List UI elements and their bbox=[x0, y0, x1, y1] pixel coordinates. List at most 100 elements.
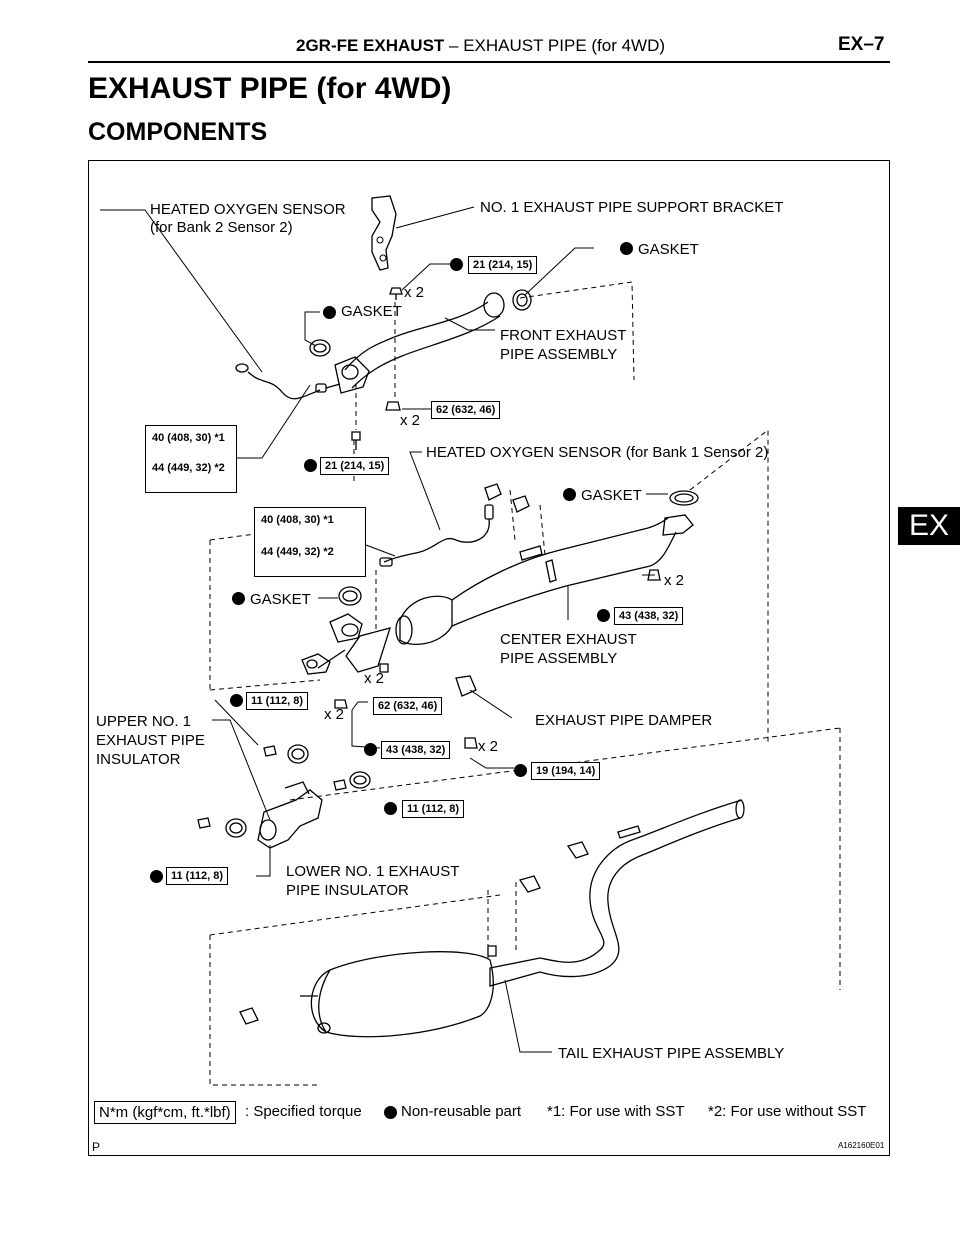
center-pipe-drawing bbox=[301, 514, 694, 675]
torque-box-bank2: 40 (408, 30) *1 44 (449, 32) *2 bbox=[145, 425, 237, 493]
tail-pipe-drawing bbox=[300, 799, 745, 1038]
torque-label: 19 (194, 14) bbox=[531, 762, 601, 780]
leader-bracket bbox=[395, 206, 475, 229]
label-ho2-bank1: HEATED OXYGEN SENSOR (for Bank 1 Sensor … bbox=[426, 444, 769, 461]
leader-ho2-bank2 bbox=[100, 209, 263, 373]
bolts-top bbox=[351, 287, 403, 450]
figure-code: A162160E01 bbox=[838, 1141, 885, 1150]
label-gasket-center-right: GASKET bbox=[581, 487, 642, 504]
torque-label: 43 (438, 32) bbox=[614, 607, 684, 625]
torque-label: 44 (449, 32) *2 bbox=[152, 462, 225, 474]
torque-label: 62 (632, 46) bbox=[373, 697, 443, 715]
label-center-pipe-line1: CENTER EXHAUST bbox=[500, 631, 637, 648]
label-gasket-top-right: GASKET bbox=[638, 241, 699, 258]
dash-center-top bbox=[209, 531, 271, 541]
quantity-label: x 2 bbox=[400, 412, 421, 429]
label-damper: EXHAUST PIPE DAMPER bbox=[535, 712, 713, 729]
header-rule bbox=[88, 61, 890, 63]
quantity-label: x 2 bbox=[404, 284, 425, 301]
leader-tail bbox=[504, 979, 552, 1053]
leader-front-pipe bbox=[444, 317, 495, 331]
legend-torque-unit: N*m (kgf*cm, ft.*lbf) bbox=[94, 1101, 236, 1124]
non-reusable-marker bbox=[450, 258, 463, 271]
label-ho2-bank2-line2: (for Bank 2 Sensor 2) bbox=[150, 219, 293, 236]
quantity-label: x 2 bbox=[364, 670, 385, 687]
non-reusable-marker bbox=[230, 694, 243, 707]
ho2-bank2-drawing bbox=[235, 363, 341, 400]
label-center-pipe-line2: PIPE ASSEMBLY bbox=[500, 650, 618, 667]
non-reusable-marker bbox=[364, 743, 377, 756]
dash-center-bottom bbox=[209, 679, 321, 691]
torque-label: 11 (112, 8) bbox=[402, 800, 464, 818]
torque-label: 43 (438, 32) bbox=[381, 741, 451, 759]
non-reusable-marker bbox=[597, 609, 610, 622]
legend-note-2: *2: For use without SST bbox=[708, 1103, 867, 1120]
label-ho2-bank2-line1: HEATED OXYGEN SENSOR bbox=[150, 201, 346, 218]
non-reusable-marker bbox=[150, 870, 163, 883]
quantity-label: x 2 bbox=[324, 706, 345, 723]
leader-torque-b bbox=[365, 544, 396, 557]
legend-specified-torque: : Specified torque bbox=[245, 1103, 362, 1120]
label-front-pipe-line1: FRONT EXHAUST bbox=[500, 327, 627, 344]
dash-tail-top2 bbox=[209, 894, 501, 936]
header-title-bold: 2GR-FE EXHAUST bbox=[296, 36, 445, 55]
insulators-drawing bbox=[225, 744, 371, 849]
label-upper-ins-line2: EXHAUST PIPE bbox=[96, 732, 205, 749]
label-support-bracket: NO. 1 EXHAUST PIPE SUPPORT BRACKET bbox=[480, 199, 784, 216]
quantity-label: x 2 bbox=[478, 738, 499, 755]
hangers-center bbox=[455, 483, 530, 697]
torque-label: 40 (408, 30) *1 bbox=[152, 432, 225, 444]
torque-label: 11 (112, 8) bbox=[166, 867, 228, 885]
torque-label: 21 (214, 15) bbox=[468, 256, 538, 274]
non-reusable-marker bbox=[232, 592, 245, 605]
label-front-pipe-line2: PIPE ASSEMBLY bbox=[500, 346, 618, 363]
torque-label: 21 (214, 15) bbox=[320, 457, 390, 475]
non-reusable-marker bbox=[620, 242, 633, 255]
page-code: EX–7 bbox=[838, 34, 885, 55]
legend-non-reusable-dot bbox=[384, 1106, 397, 1119]
label-gasket-top-left: GASKET bbox=[341, 303, 402, 320]
label-lower-ins-line1: LOWER NO. 1 EXHAUST bbox=[286, 863, 460, 880]
page-title: EXHAUST PIPE (for 4WD) bbox=[88, 72, 452, 105]
leader-lower-ins bbox=[256, 845, 271, 877]
leader-ho2-bank1 bbox=[409, 451, 441, 531]
section-tab: EX bbox=[898, 507, 960, 545]
non-reusable-marker bbox=[563, 488, 576, 501]
non-reusable-marker bbox=[384, 802, 397, 815]
leader-62b bbox=[351, 701, 381, 749]
legend-non-reusable: Non-reusable part bbox=[401, 1103, 522, 1120]
header-title-rest: – EXHAUST PIPE (for 4WD) bbox=[449, 36, 666, 55]
torque-label: 40 (408, 30) *1 bbox=[261, 514, 334, 526]
gaskets-top bbox=[309, 289, 532, 357]
leader-21a bbox=[401, 263, 458, 291]
leader-19 bbox=[469, 757, 514, 769]
dash-center-right bbox=[689, 428, 769, 745]
leader-upper-ins2 bbox=[214, 699, 259, 746]
torque-label: 44 (449, 32) *2 bbox=[261, 546, 334, 558]
leader-damper bbox=[469, 689, 513, 719]
header-title: 2GR-FE EXHAUST – EXHAUST PIPE (for 4WD) bbox=[296, 36, 665, 56]
sub-title: COMPONENTS bbox=[88, 118, 268, 146]
torque-label: 11 (112, 8) bbox=[246, 692, 308, 710]
leader-gasket-tl bbox=[304, 311, 320, 347]
label-upper-ins-line3: INSULATOR bbox=[96, 751, 181, 768]
hangers-tail bbox=[239, 841, 589, 1025]
leader-upper-ins bbox=[212, 719, 271, 821]
label-tail-pipe: TAIL EXHAUST PIPE ASSEMBLY bbox=[558, 1045, 785, 1062]
bolts-middle bbox=[197, 569, 661, 829]
dash-tail-top bbox=[289, 727, 841, 801]
front-pipe-drawing bbox=[334, 292, 505, 394]
leader-torque-a bbox=[237, 384, 311, 459]
legend-note-1: *1: For use with SST bbox=[547, 1103, 685, 1120]
dash-hanger-a bbox=[509, 489, 516, 541]
non-reusable-marker bbox=[304, 459, 317, 472]
footer-letter: P bbox=[92, 1140, 101, 1154]
label-lower-ins-line2: PIPE INSULATOR bbox=[286, 882, 409, 899]
diagram-frame bbox=[88, 160, 890, 1156]
dash-tail-left bbox=[209, 935, 320, 1086]
gasket-center-left-drawing bbox=[338, 586, 362, 606]
ho2-bank1-drawing bbox=[379, 504, 494, 567]
label-upper-ins-line1: UPPER NO. 1 bbox=[96, 713, 192, 730]
support-bracket-drawing bbox=[371, 195, 397, 271]
label-gasket-center-left: GASKET bbox=[250, 591, 311, 608]
